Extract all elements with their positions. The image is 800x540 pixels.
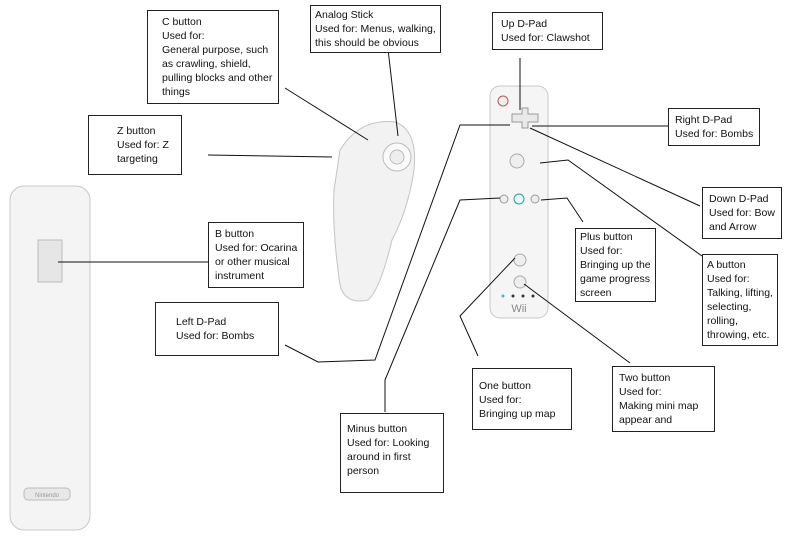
wii-remote-front: Wii	[489, 85, 549, 319]
nunchuk	[333, 121, 416, 302]
wii-logo: Wii	[511, 303, 526, 315]
wii-remote-side: Nintendo	[9, 185, 91, 531]
callout-lines	[58, 48, 703, 412]
nintendo-logo: Nintendo	[35, 493, 60, 499]
